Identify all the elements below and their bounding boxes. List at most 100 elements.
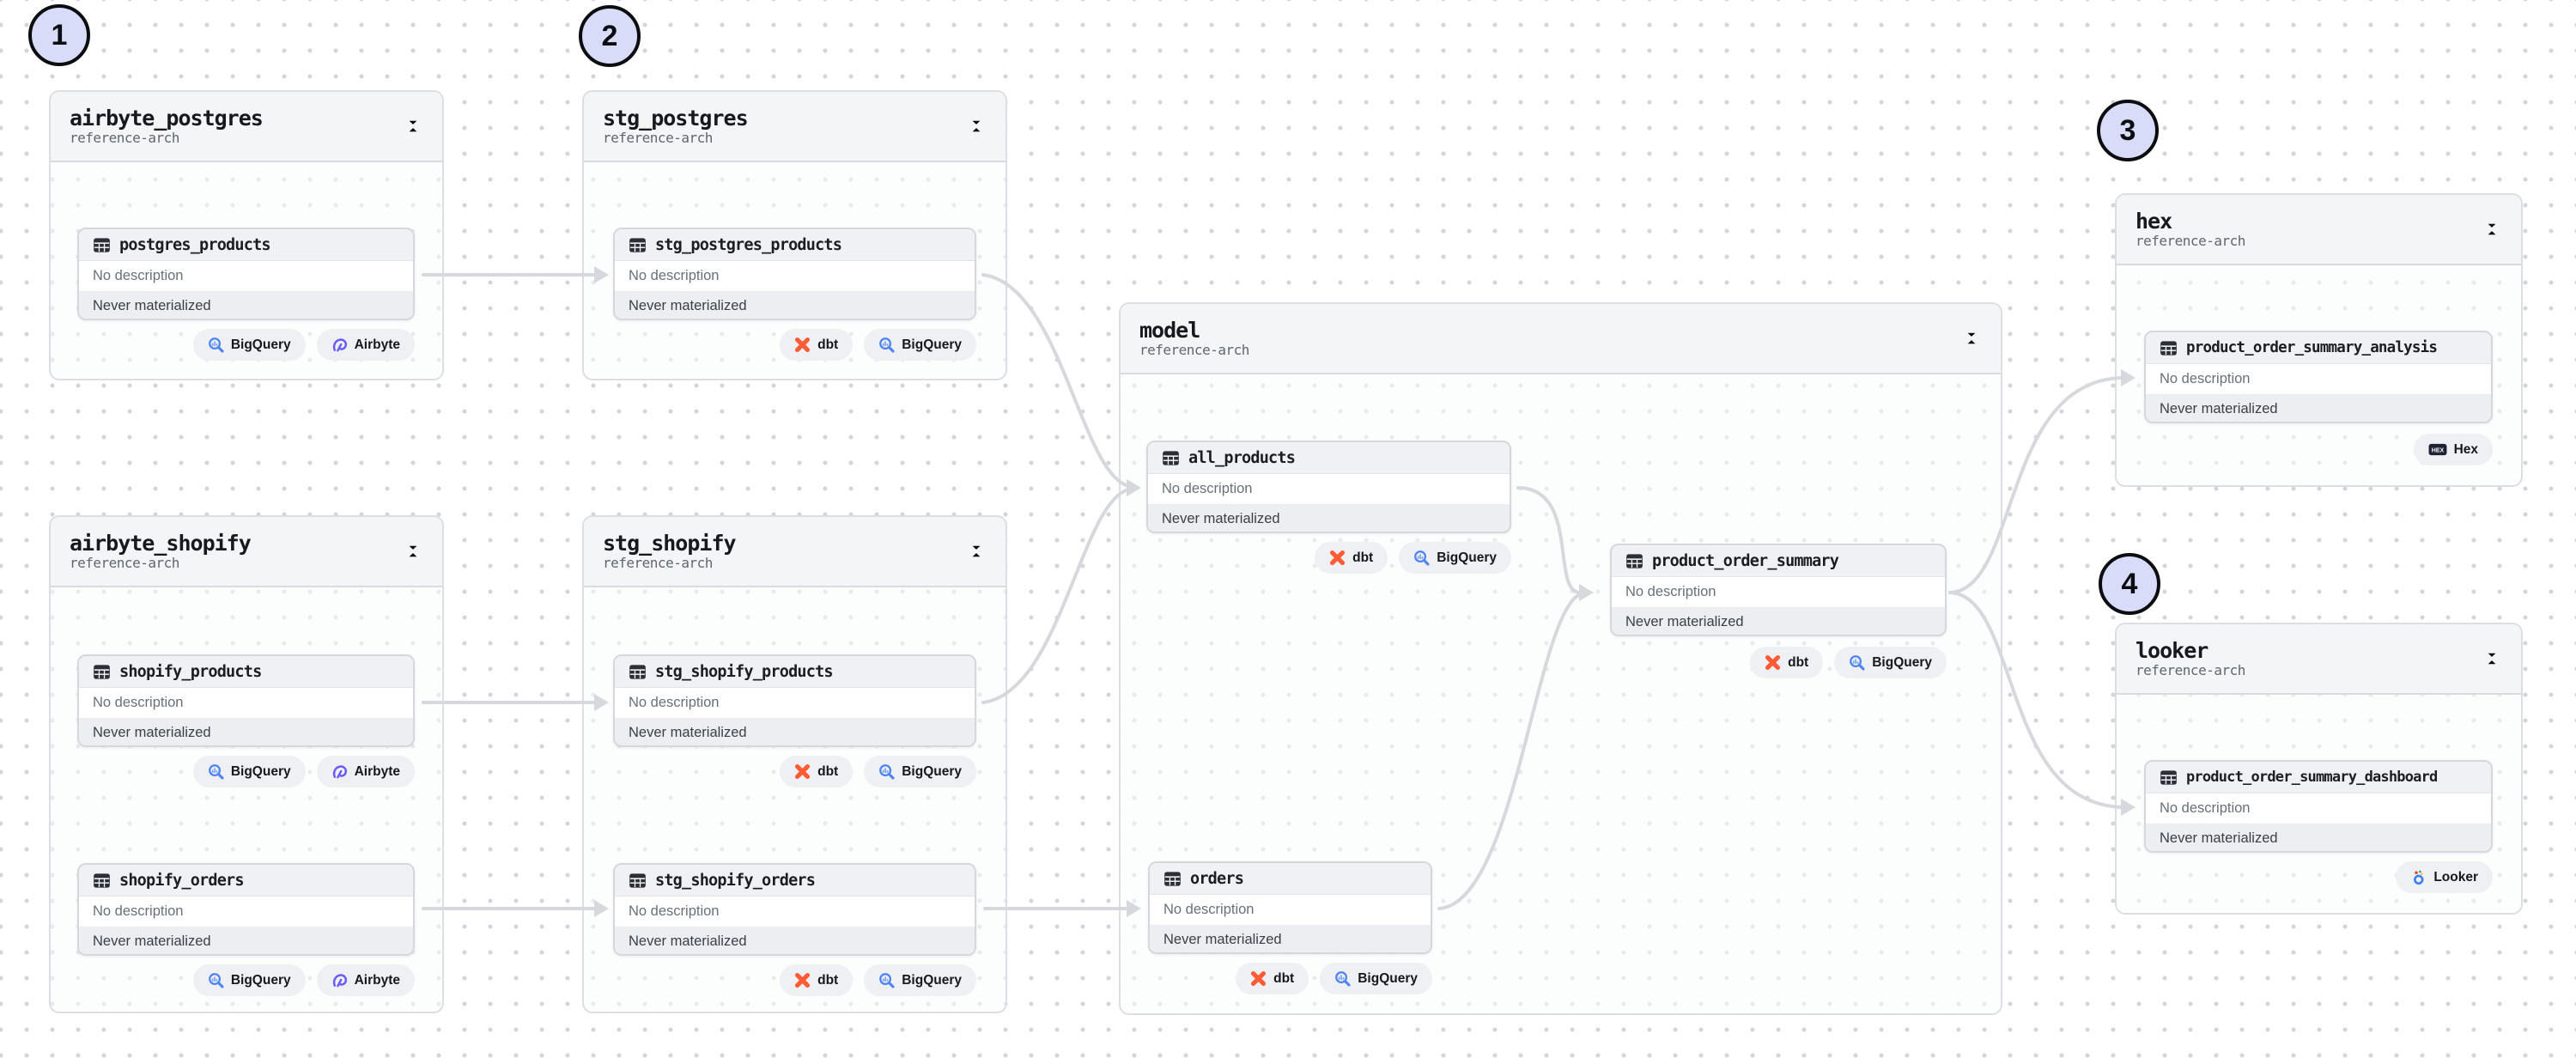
table-icon	[629, 872, 647, 889]
node-all-products[interactable]: all_products No description Never materi…	[1146, 441, 1511, 533]
group-title: airbyte_shopify	[70, 531, 252, 556]
node-product-order-summary-analysis[interactable]: product_order_summary_analysis No descri…	[2144, 331, 2493, 423]
node-materialization: Never materialized	[2146, 824, 2491, 851]
table-icon	[2160, 340, 2178, 356]
step-marker-1: 1	[28, 4, 90, 66]
badge-dbt[interactable]: dbt	[1750, 647, 1824, 678]
node-product-order-summary-dashboard[interactable]: product_order_summary_dashboard No descr…	[2144, 760, 2493, 853]
node-description: No description	[615, 261, 975, 292]
badge-airbyte[interactable]: Airbyte	[316, 964, 415, 996]
collapse-icon[interactable]	[2485, 222, 2499, 236]
badge-dbt[interactable]: dbt	[780, 329, 854, 361]
badge-row: Hex	[2144, 434, 2493, 465]
node-title-row: product_order_summary_dashboard	[2146, 762, 2491, 793]
group-subtitle: reference-arch	[603, 555, 713, 571]
collapse-icon[interactable]	[406, 119, 420, 133]
group-subtitle: reference-arch	[2136, 662, 2245, 678]
node-title-row: postgres_products	[79, 229, 413, 261]
node-postgres-products[interactable]: postgres_products No description Never m…	[77, 228, 415, 320]
node-title-row: product_order_summary_analysis	[2146, 332, 2491, 364]
node-description: No description	[615, 897, 975, 927]
badge-bigquery[interactable]: BigQuery	[192, 964, 306, 996]
node-title: orders	[1190, 869, 1244, 888]
badge-bigquery[interactable]: BigQuery	[864, 329, 976, 361]
table-icon	[1163, 871, 1182, 887]
node-materialization: Never materialized	[79, 719, 413, 745]
collapse-icon[interactable]	[1965, 331, 1978, 345]
table-icon	[1162, 450, 1180, 466]
node-title-row: all_products	[1148, 442, 1510, 474]
node-title: stg_shopify_products	[655, 662, 834, 681]
badge-row: BigQuery Airbyte	[77, 964, 415, 996]
badge-row: dbt BigQuery	[1148, 963, 1432, 994]
dbt-icon	[1329, 550, 1346, 566]
group-subtitle: reference-arch	[70, 555, 179, 571]
step-marker-2: 2	[579, 5, 641, 67]
airbyte-icon	[331, 337, 348, 353]
group-titles: airbyte_shopify reference-arch	[70, 531, 252, 571]
badge-row: dbt BigQuery	[1610, 647, 1947, 678]
collapse-icon[interactable]	[2485, 652, 2499, 666]
node-shopify-products[interactable]: shopify_products No description Never ma…	[77, 654, 415, 747]
badge-bigquery[interactable]: BigQuery	[864, 756, 976, 787]
node-title-row: orders	[1150, 863, 1431, 895]
bigquery-icon	[1413, 550, 1430, 566]
node-materialization: Never materialized	[615, 292, 975, 319]
group-titles: stg_shopify reference-arch	[603, 531, 737, 571]
node-product-order-summary[interactable]: product_order_summary No description Nev…	[1610, 544, 1947, 636]
dbt-icon	[794, 972, 811, 988]
node-description: No description	[615, 688, 975, 719]
badge-dbt[interactable]: dbt	[780, 964, 854, 996]
badge-dbt[interactable]: dbt	[780, 756, 854, 787]
dbt-icon	[794, 337, 811, 353]
collapse-icon[interactable]	[406, 544, 420, 558]
node-title: product_order_summary_analysis	[2186, 339, 2438, 356]
badge-bigquery[interactable]: BigQuery	[192, 756, 306, 787]
node-description: No description	[79, 897, 413, 927]
badge-row: dbt BigQuery	[613, 329, 976, 361]
group-title: model	[1139, 318, 1200, 343]
group-subtitle: reference-arch	[603, 130, 713, 146]
badge-airbyte[interactable]: Airbyte	[316, 329, 415, 361]
node-description: No description	[79, 688, 413, 719]
badge-dbt[interactable]: dbt	[1236, 963, 1309, 994]
bigquery-icon	[878, 972, 895, 988]
group-header: airbyte_postgres reference-arch	[51, 92, 442, 162]
bigquery-icon	[1849, 654, 1865, 671]
group-title: stg_postgres	[603, 106, 749, 131]
node-orders[interactable]: orders No description Never materialized	[1148, 861, 1432, 954]
dbt-icon	[794, 763, 811, 780]
badge-hex[interactable]: Hex	[2413, 434, 2493, 465]
group-titles: looker reference-arch	[2136, 639, 2245, 678]
table-icon	[2160, 769, 2178, 786]
node-shopify-orders[interactable]: shopify_orders No description Never mate…	[77, 863, 415, 956]
node-title-row: shopify_products	[79, 656, 413, 688]
badge-bigquery[interactable]: BigQuery	[1399, 542, 1511, 574]
dbt-icon	[1765, 654, 1781, 671]
node-title: shopify_products	[119, 662, 262, 681]
badge-bigquery[interactable]: BigQuery	[1834, 647, 1947, 678]
badge-bigquery[interactable]: BigQuery	[192, 329, 306, 361]
badge-airbyte[interactable]: Airbyte	[316, 756, 415, 787]
node-stg-shopify-products[interactable]: stg_shopify_products No description Neve…	[613, 654, 976, 747]
collapse-icon[interactable]	[969, 544, 983, 558]
table-icon	[629, 237, 647, 253]
badge-dbt[interactable]: dbt	[1315, 542, 1388, 574]
group-title: stg_shopify	[603, 531, 737, 556]
step-marker-3: 3	[2097, 100, 2159, 161]
group-header: looker reference-arch	[2117, 624, 2521, 695]
node-stg-shopify-orders[interactable]: stg_shopify_orders No description Never …	[613, 863, 976, 956]
badge-bigquery[interactable]: BigQuery	[864, 964, 976, 996]
node-title: stg_postgres_products	[655, 235, 842, 254]
node-title: shopify_orders	[119, 871, 245, 890]
node-stg-postgres-products[interactable]: stg_postgres_products No description Nev…	[613, 228, 976, 320]
node-title-row: stg_shopify_products	[615, 656, 975, 688]
node-title: postgres_products	[119, 235, 271, 254]
collapse-icon[interactable]	[969, 119, 983, 133]
node-description: No description	[79, 261, 413, 292]
badge-bigquery[interactable]: BigQuery	[1320, 963, 1432, 994]
bigquery-icon	[208, 763, 224, 780]
group-titles: stg_postgres reference-arch	[603, 106, 749, 146]
badge-looker[interactable]: Looker	[2396, 861, 2493, 893]
